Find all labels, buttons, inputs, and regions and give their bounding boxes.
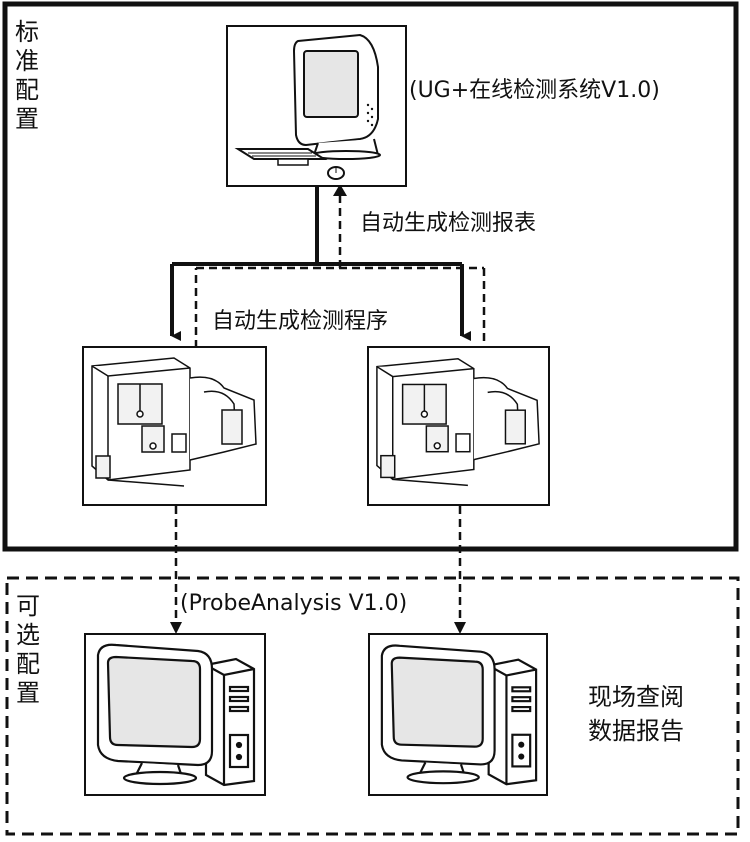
cnc-machine-icon bbox=[91, 357, 257, 487]
software-computer-box bbox=[226, 25, 407, 187]
cnc-machine-left bbox=[82, 346, 267, 506]
optional-config-frame bbox=[5, 576, 740, 836]
onsite-line: 数据报告 bbox=[588, 717, 684, 745]
label-char: 选 bbox=[16, 621, 40, 649]
label-char: 置 bbox=[15, 105, 39, 133]
optional-config-label: 可 选 配 置 bbox=[13, 592, 43, 708]
onsite-report-label: 现场查阅 数据报告 bbox=[588, 680, 684, 748]
label-char: 可 bbox=[16, 592, 40, 620]
report-flow-lines bbox=[194, 196, 486, 348]
standard-software-label: (UG+在线检测系统V1.0) bbox=[409, 78, 660, 103]
program-flow-lines bbox=[170, 186, 471, 341]
report-arrowhead bbox=[333, 184, 347, 196]
desktop-pc-icon bbox=[380, 644, 538, 786]
report-flow-label: 自动生成检测报表 bbox=[360, 211, 537, 236]
program-flow-label: 自动生成检测程序 bbox=[210, 303, 391, 335]
onsite-line: 现场查阅 bbox=[588, 683, 684, 711]
desktop-pc-left bbox=[84, 633, 266, 796]
standard-config-label: 标 准 配 置 bbox=[12, 18, 42, 134]
label-char: 置 bbox=[16, 679, 40, 707]
label-char: 配 bbox=[15, 76, 39, 104]
optional-software-label: (ProbeAnalysis V1.0) bbox=[180, 591, 408, 616]
standard-config-frame bbox=[2, 1, 739, 552]
label-char: 配 bbox=[16, 650, 40, 678]
desktop-pc-right bbox=[368, 633, 548, 796]
data-transfer-lines bbox=[174, 506, 462, 624]
desktop-pc-icon bbox=[96, 643, 256, 787]
cnc-machine-right bbox=[367, 346, 550, 506]
label-char: 准 bbox=[15, 47, 39, 75]
imac-computer-icon bbox=[234, 33, 381, 180]
transfer-arrowhead-left bbox=[170, 622, 182, 634]
label-char: 标 bbox=[15, 18, 39, 46]
transfer-arrowhead-right bbox=[454, 622, 466, 634]
cnc-machine-icon bbox=[376, 357, 540, 487]
